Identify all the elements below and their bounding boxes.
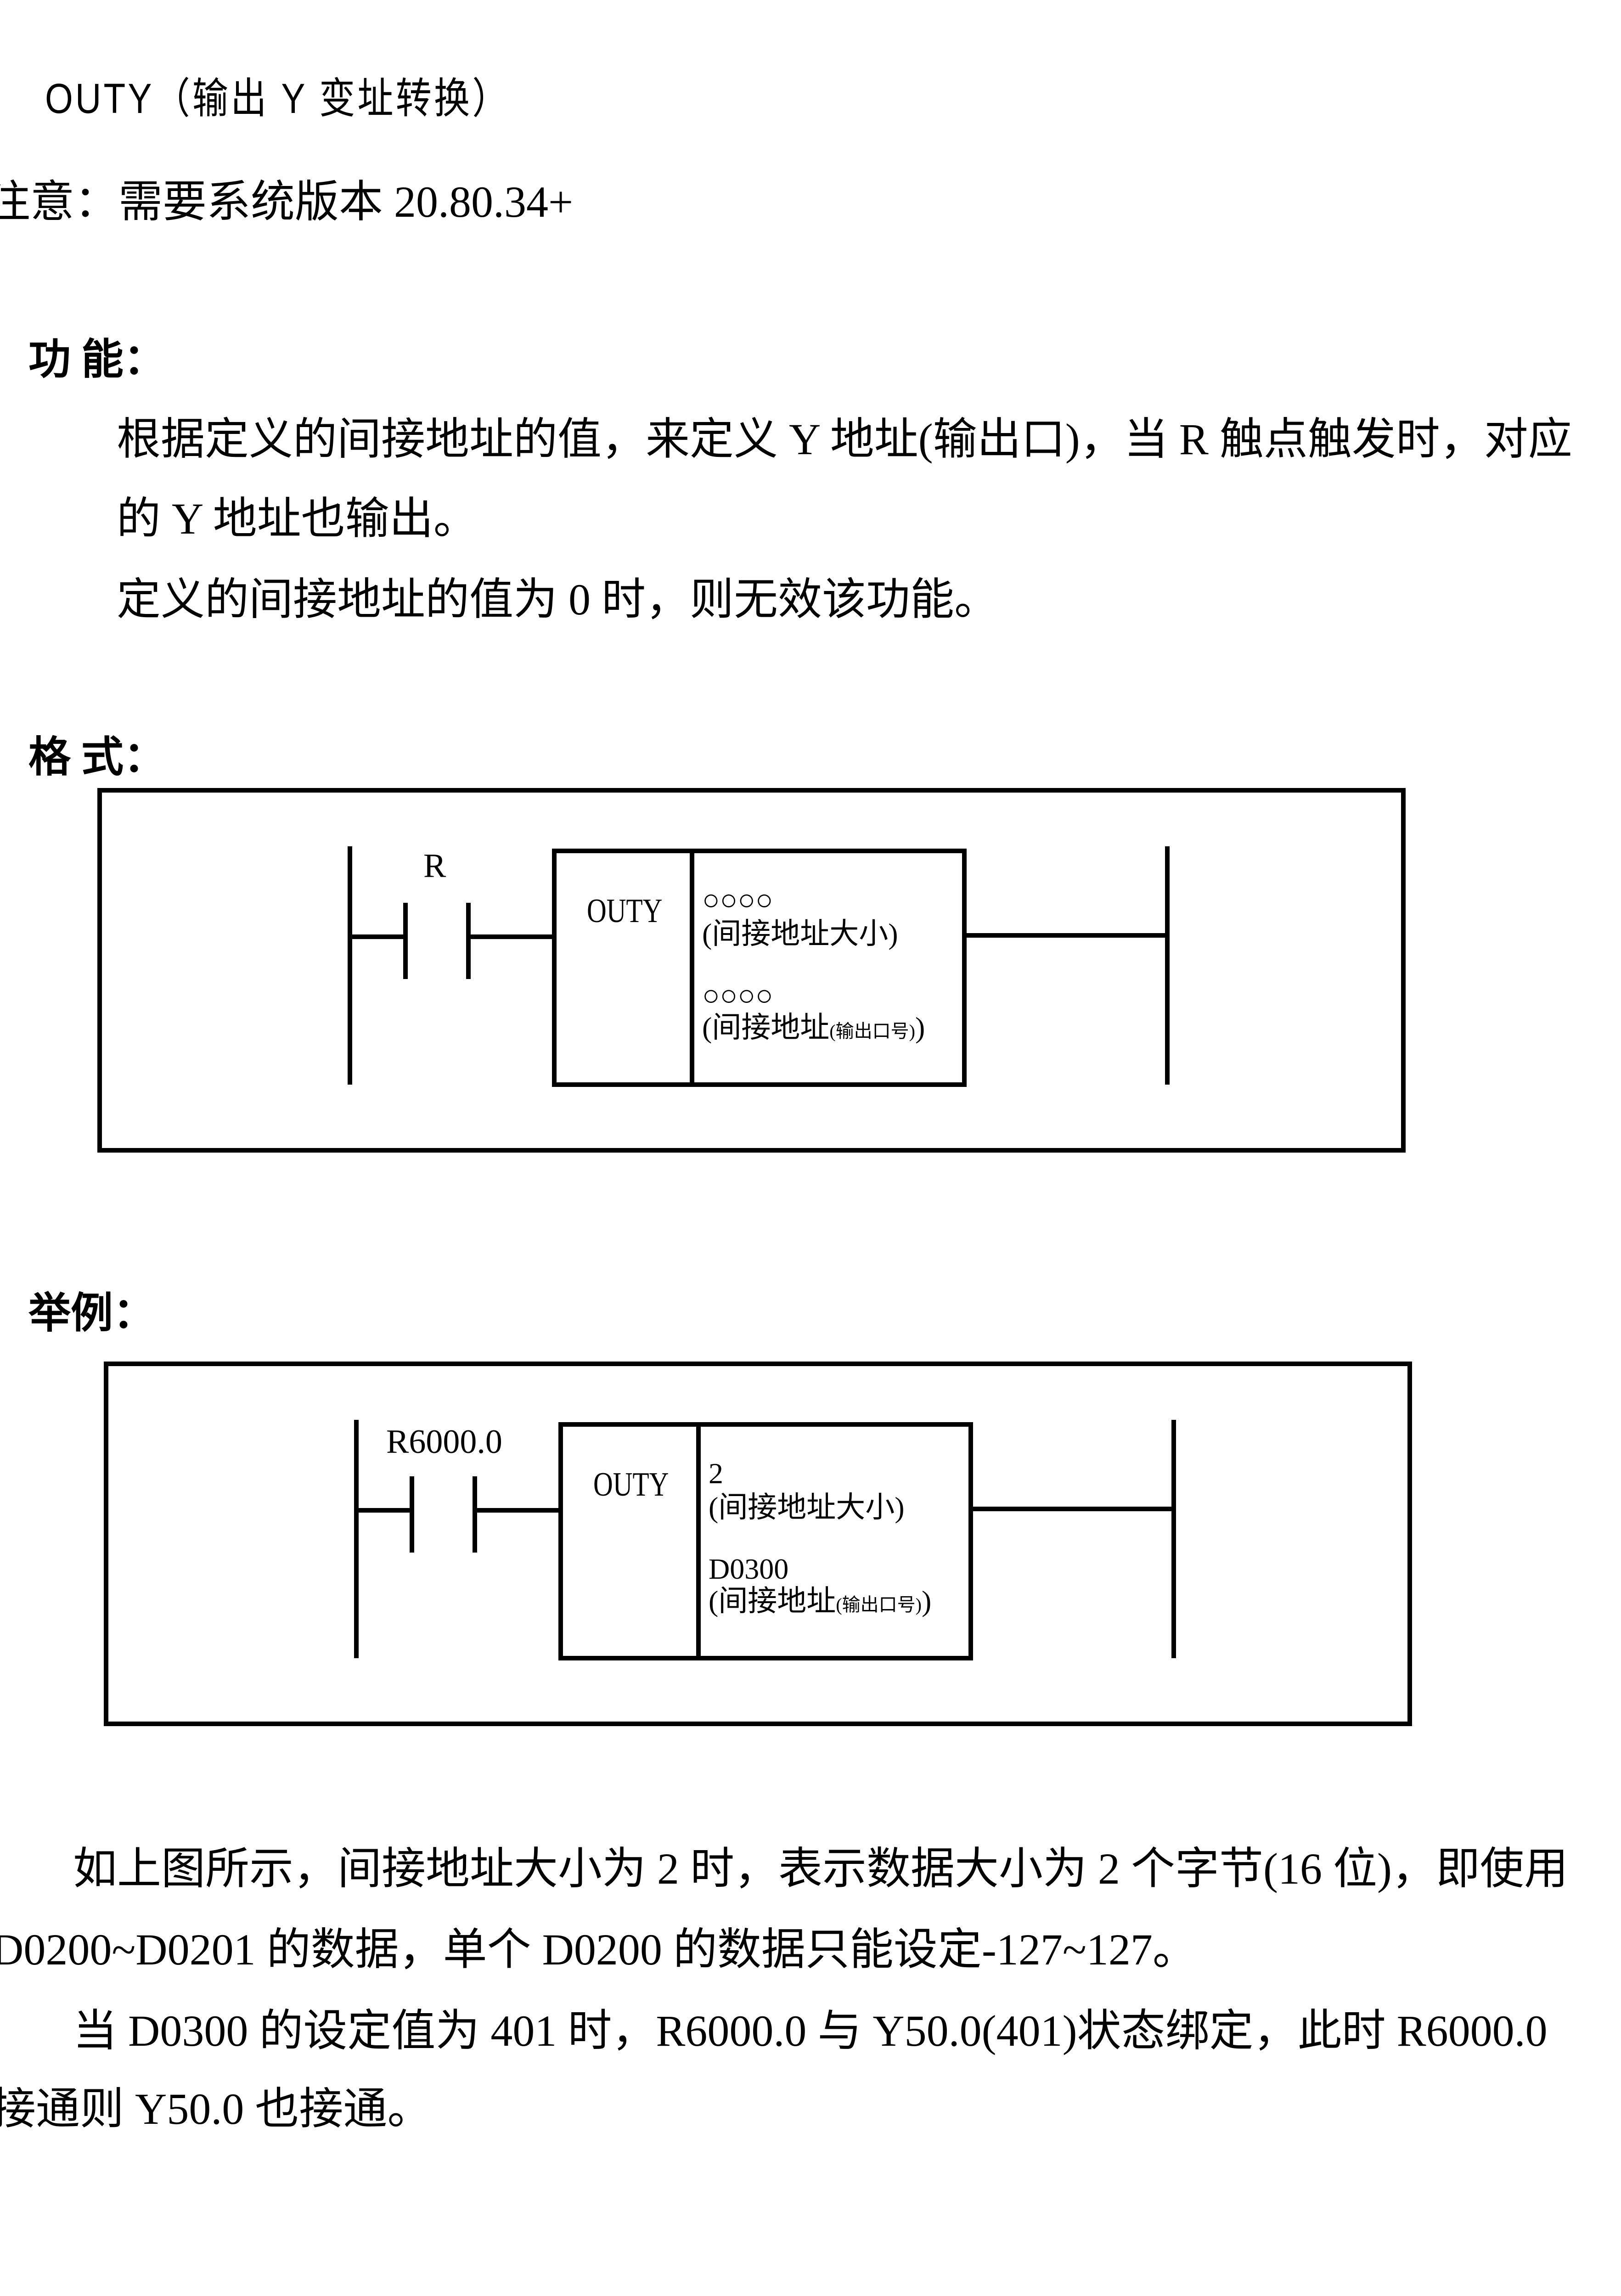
instruction-box (552, 849, 967, 1087)
arg1-desc: (间接地址大小) (702, 917, 898, 950)
diagram-border (97, 788, 1406, 1153)
explanation-line: D0200~D0201 的数据，单个 D0200 的数据只能设定-127~127… (0, 1925, 1197, 1974)
version-note: 注意：需要系统版本 20.80.34+ (0, 177, 574, 226)
arg2-value: D0300 (709, 1553, 789, 1585)
explanation-line: 接通则 Y50.0 也接通。 (0, 2084, 432, 2133)
ladder-lines (97, 788, 1406, 1153)
contact-label: R (423, 847, 446, 885)
explanation-line: 当 D0300 的设定值为 401 时，R6000.0 与 Y50.0(401)… (73, 2006, 1548, 2055)
format-heading: 格 式： (28, 734, 166, 781)
format-ladder-diagram: R OUTY ○○○○ (间接地址大小) ○○○○ (间接地址(输出口号)) (97, 788, 1406, 1153)
instruction-name: OUTY (593, 1466, 669, 1503)
function-line: 的 Y 地址也输出。 (117, 494, 478, 543)
function-heading: 功 能： (28, 336, 166, 383)
arg2-value: ○○○○ (702, 979, 773, 1012)
arg1-value: ○○○○ (702, 884, 773, 916)
example-heading: 举例： (28, 1290, 156, 1337)
instruction-box (558, 1422, 973, 1660)
page-title: OUTY（输出 Y 变址转换） (45, 75, 511, 122)
instruction-name: OUTY (587, 892, 663, 930)
example-ladder-diagram: R6000.0 OUTY 2 (间接地址大小) D0300 (间接地址(输出口号… (104, 1362, 1412, 1726)
explanation-line: 如上图所示，间接地址大小为 2 时，表示数据大小为 2 个字节(16 位)，即使… (73, 1844, 1568, 1893)
arg2-desc: (间接地址(输出口号)) (709, 1585, 932, 1617)
ladder-lines (104, 1362, 1412, 1726)
arg2-desc: (间接地址(输出口号)) (702, 1011, 925, 1044)
diagram-border (104, 1362, 1412, 1726)
function-line: 根据定义的间接地址的值，来定义 Y 地址(输出口)，当 R 触点触发时，对应 (117, 415, 1572, 464)
arg1-value: 2 (709, 1457, 723, 1490)
contact-label: R6000.0 (386, 1423, 502, 1461)
document-page: OUTY（输出 Y 变址转换） 注意：需要系统版本 20.80.34+ 功 能：… (0, 75, 1572, 2133)
arg1-desc: (间接地址大小) (709, 1491, 905, 1524)
function-line: 定义的间接地址的值为 0 时，则无效该功能。 (117, 575, 998, 624)
